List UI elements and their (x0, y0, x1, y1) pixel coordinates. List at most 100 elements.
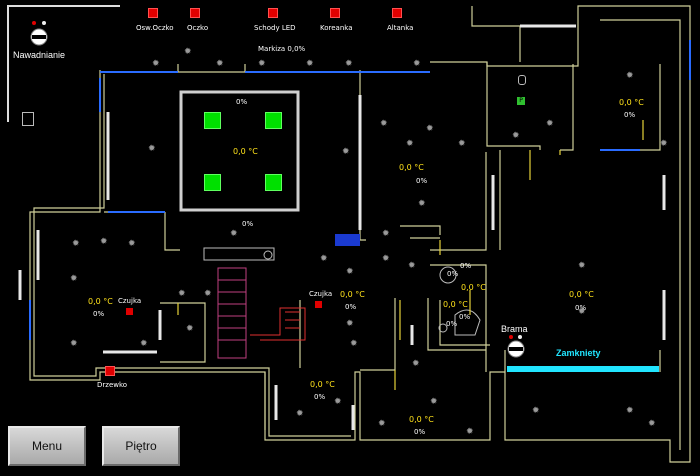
light-bulb-icon[interactable]: ✹ (626, 406, 634, 416)
light-bulb-icon[interactable]: ✹ (346, 319, 354, 329)
light-bulb-icon[interactable]: ✹ (258, 59, 266, 69)
room-temp: 0,0 °C (409, 415, 434, 424)
light-bulb-icon[interactable]: ✹ (184, 47, 192, 57)
room-pct: 0% (459, 313, 471, 321)
room-temp: 0,0 °C (461, 283, 486, 292)
room-temp: 0,0 °C (569, 290, 594, 299)
light-bulb-icon[interactable]: ✹ (346, 267, 354, 277)
room-temp: 0,0 °C (443, 300, 468, 309)
toggle-koreanka[interactable] (330, 8, 340, 18)
light-bulb-icon[interactable]: ✹ (546, 119, 554, 129)
light-bulb-icon[interactable]: ✹ (186, 324, 194, 334)
light-bulb-icon[interactable]: ✹ (72, 239, 80, 249)
center-light-3[interactable] (204, 174, 221, 191)
drzewko-label: Drzewko (97, 381, 128, 389)
small-pct: 0% (460, 262, 472, 270)
markiza-label[interactable]: Markiza 0,0% (258, 45, 306, 53)
center-room-dim: 0% (236, 98, 248, 106)
light-bulb-icon[interactable]: ✹ (320, 254, 328, 264)
light-bulb-icon[interactable]: ✹ (296, 409, 304, 419)
toggle-schody-led-label: Schody LED (254, 24, 296, 32)
light-bulb-icon[interactable]: ✹ (426, 124, 434, 134)
light-bulb-icon[interactable]: ✹ (578, 307, 586, 317)
light-bulb-icon[interactable]: ✹ (382, 229, 390, 239)
light-bulb-icon[interactable]: ✹ (345, 59, 353, 69)
light-bulb-icon[interactable]: ✹ (382, 254, 390, 264)
light-bulb-icon[interactable]: ✹ (152, 59, 160, 69)
small-pct: 0% (446, 320, 458, 328)
light-bulb-icon[interactable]: ✹ (204, 289, 212, 299)
light-bulb-icon[interactable]: ✹ (418, 199, 426, 209)
floor-button[interactable]: Piętro (102, 426, 180, 466)
center-light-4[interactable] (265, 174, 282, 191)
toggle-osw-oczko[interactable] (148, 8, 158, 18)
light-bulb-icon[interactable]: ✹ (413, 59, 421, 69)
room-temp: 0,0 °C (340, 290, 365, 299)
light-bulb-icon[interactable]: ✹ (100, 237, 108, 247)
toggle-altanka[interactable] (392, 8, 402, 18)
toilet-icon (518, 75, 526, 85)
light-bulb-icon[interactable]: ✹ (128, 239, 136, 249)
toggle-oczko-label: Oczko (187, 24, 209, 32)
light-bulb-icon[interactable]: ✹ (306, 59, 314, 69)
center-light-1[interactable] (204, 112, 221, 129)
room-pct: 0% (345, 303, 357, 311)
toggle-osw-oczko-label: Osw.Oczko (136, 24, 174, 32)
light-bulb-icon[interactable]: ✹ (70, 274, 78, 284)
toggle-schody-led[interactable] (268, 8, 278, 18)
room-pct: 0% (447, 270, 459, 278)
light-bulb-icon[interactable]: ✹ (458, 139, 466, 149)
light-bulb-icon[interactable]: ✹ (466, 427, 474, 437)
gate-status: Zamkniety (556, 348, 601, 358)
toggle-oczko[interactable] (190, 8, 200, 18)
light-bulb-icon[interactable]: ✹ (412, 359, 420, 369)
light-bulb-icon[interactable]: ✹ (578, 261, 586, 271)
irrigation-label: Nawadnianie (13, 50, 66, 60)
sensor-label: Czujka (118, 297, 142, 305)
light-bulb-icon[interactable]: ✹ (406, 139, 414, 149)
light-bulb-icon[interactable]: ✹ (230, 229, 238, 239)
room-temp: 0,0 °C (399, 163, 424, 172)
light-bulb-icon[interactable]: ✹ (660, 139, 668, 149)
light-bulb-icon[interactable]: ✹ (178, 289, 186, 299)
light-bulb-icon[interactable]: ✹ (532, 406, 540, 416)
room-pct: 0% (624, 111, 636, 119)
room-pct: 0% (93, 310, 105, 318)
light-bulb-icon[interactable]: ✹ (148, 144, 156, 154)
window-icon (22, 112, 34, 126)
light-bulb-icon[interactable]: ✹ (378, 419, 386, 429)
toggle-drzewko[interactable] (105, 366, 115, 376)
room-temp: 0,0 °C (310, 380, 335, 389)
gate-icon[interactable] (506, 335, 526, 363)
light-bulb-icon[interactable]: ✹ (380, 119, 388, 129)
light-bulb-icon[interactable]: ✹ (70, 339, 78, 349)
motion-sensor-indicator[interactable] (315, 301, 322, 308)
room-temp: 0,0 °C (619, 98, 644, 107)
light-bulb-icon[interactable]: ✹ (140, 339, 148, 349)
room-pct: 0% (575, 304, 587, 312)
motion-sensor-indicator[interactable] (126, 308, 133, 315)
room-pct: 0% (416, 177, 428, 185)
menu-button[interactable]: Menu (8, 426, 86, 466)
center-room-dim-bottom: 0% (242, 220, 254, 228)
light-bulb-icon[interactable]: ✹ (512, 131, 520, 141)
light-bulb-icon[interactable]: ✹ (648, 419, 656, 429)
light-bulb-icon[interactable]: ✹ (342, 147, 350, 157)
light-bulb-icon[interactable]: ✹ (334, 397, 342, 407)
light-bulb-icon[interactable]: ✹ (216, 59, 224, 69)
room-temp: 0,0 °C (88, 297, 113, 306)
center-room-temp: 0,0 °C (233, 147, 258, 156)
room-pct: 0% (414, 428, 426, 436)
light-bulb-icon[interactable]: ✹ (408, 261, 416, 271)
light-bulb-icon[interactable]: ✹ (350, 339, 358, 349)
parking-icon[interactable]: P (517, 97, 525, 105)
center-light-2[interactable] (265, 112, 282, 129)
toggle-altanka-label: Altanka (387, 24, 414, 32)
sensor-label: Czujka (309, 290, 333, 298)
toggle-koreanka-label: Koreanka (320, 24, 353, 32)
light-bulb-icon[interactable]: ✹ (430, 397, 438, 407)
room-pct: 0% (314, 393, 326, 401)
irrigation-icon[interactable] (28, 20, 50, 52)
light-bulb-icon[interactable]: ✹ (626, 71, 634, 81)
